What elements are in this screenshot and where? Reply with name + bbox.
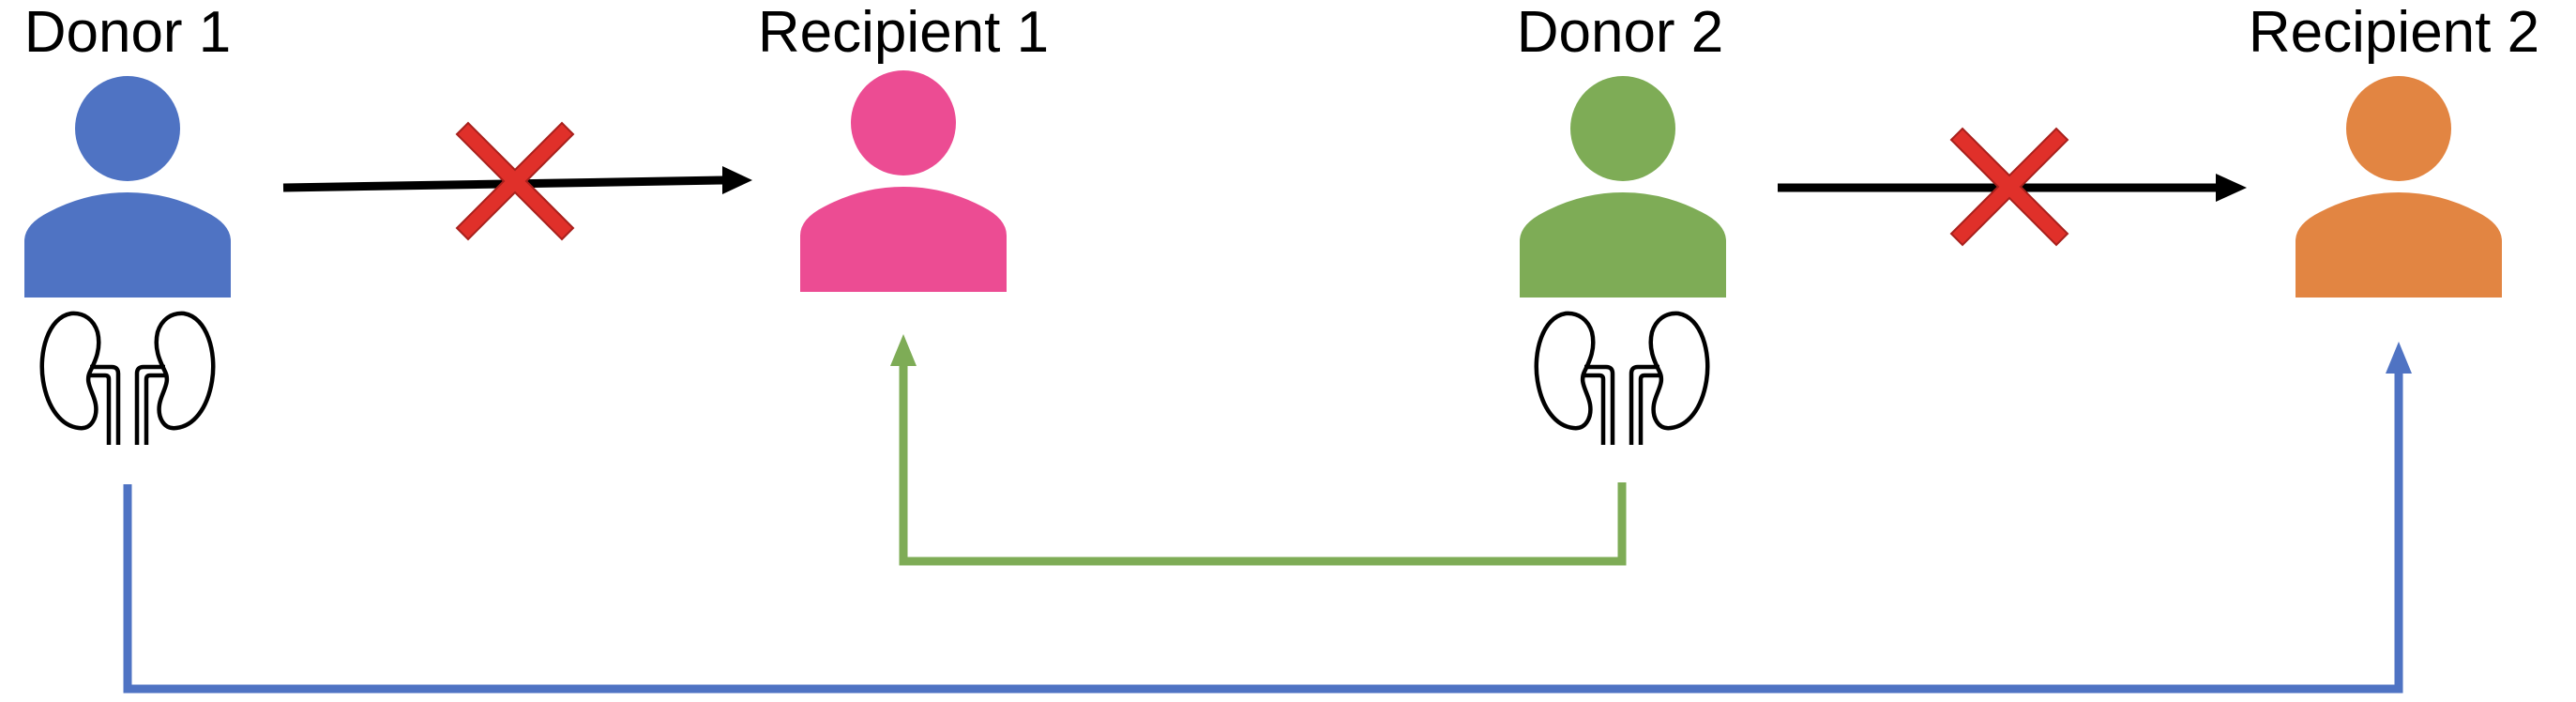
donor-1-kidneys-icon (42, 313, 214, 445)
recipient-2-person-icon (2296, 76, 2502, 298)
donor-2-label: Donor 2 (1516, 0, 1724, 65)
donor-2-person-icon (1520, 76, 1726, 298)
donor-2-kidneys-icon (1537, 313, 1708, 445)
recipient-1-label: Recipient 1 (757, 0, 1050, 65)
donor-1-person-icon (24, 76, 231, 298)
donor-2-to-recipient-1-exchange-arrow (890, 334, 1627, 566)
donor-1-to-recipient-2-exchange-arrow (123, 342, 2412, 694)
recipient-2-label: Recipient 2 (2248, 0, 2540, 65)
recipient-1-person-icon (800, 70, 1007, 292)
donor-1-label: Donor 1 (23, 0, 232, 65)
